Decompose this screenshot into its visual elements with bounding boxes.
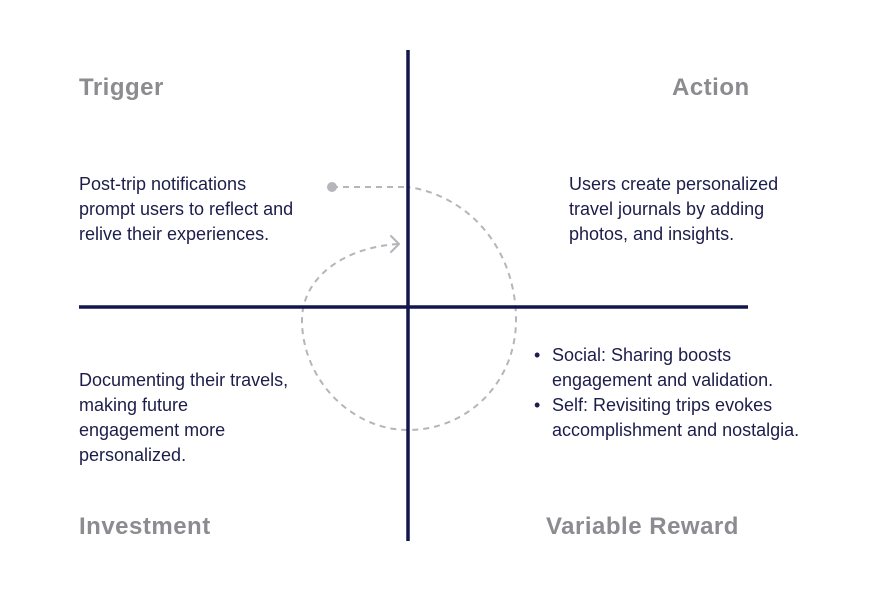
variable-reward-heading: Variable Reward — [546, 513, 739, 540]
loop-start-dot — [327, 182, 337, 192]
loop-dashed-circle — [300, 186, 518, 432]
variable-reward-list: Social: Sharing boosts engagement and va… — [534, 343, 804, 443]
trigger-heading: Trigger — [79, 74, 164, 101]
investment-text: Documenting their travels, making future… — [79, 370, 289, 465]
investment-heading: Investment — [79, 513, 211, 540]
action-heading: Action — [672, 74, 750, 101]
loop-arrowhead-icon — [390, 235, 400, 253]
action-text: Users create personalized travel journal… — [569, 174, 779, 244]
list-item: Social: Sharing boosts engagement and va… — [534, 343, 804, 393]
trigger-text: Post-trip notifications prompt users to … — [79, 174, 294, 244]
list-item: Self: Revisiting trips evokes accomplish… — [534, 393, 804, 443]
